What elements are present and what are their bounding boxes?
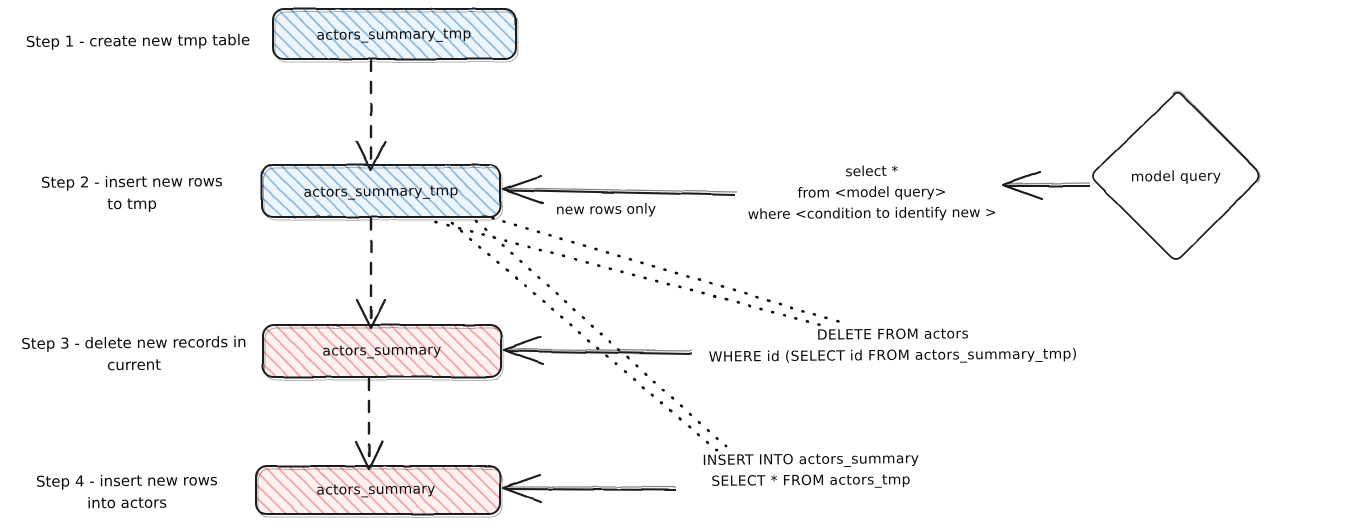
node-model-query-diamond[interactable] (1092, 90, 1261, 260)
edge-label-model-query-sql: select * from <model query> where <condi… (747, 163, 997, 224)
node-actors-summary-tmp-step1[interactable] (272, 8, 519, 63)
node-actors-summary-step3[interactable] (262, 324, 504, 381)
flow-arrow-step3-to-step4 (354, 377, 384, 471)
step-label-4: Step 4 - insert new rows into actors (35, 471, 218, 513)
flow-arrow-insert-to-step4 (501, 473, 677, 504)
dotted-link-step2-to-insert-sql (450, 219, 728, 453)
node-actors-summary-step4[interactable] (255, 465, 503, 518)
flow-arrow-step1-to-step2 (355, 58, 387, 172)
flow-arrow-delete-to-step3 (502, 335, 693, 366)
flow-arrow-modelquery-to-sql (1001, 170, 1091, 201)
node-actors-summary-tmp-step2[interactable] (261, 164, 503, 221)
edge-label-insert-sql: INSERT INTO actors_summary SELECT * FROM… (702, 451, 920, 490)
step-label-2: Step 2 - insert new rows to tmp (40, 172, 223, 214)
step-label-1: Step 1 - create new tmp table (25, 31, 251, 51)
step-label-3: Step 3 - delete new records in current (21, 333, 247, 375)
flow-arrow-step2-to-step3 (355, 217, 387, 330)
edge-label-delete-sql: DELETE FROM actors WHERE id (SELECT id F… (708, 326, 1078, 366)
dotted-link-step2-to-delete-sql (434, 216, 842, 329)
flow-arrow-newrows-to-step2 (501, 174, 738, 205)
edge-label-new-rows-only: new rows only (555, 201, 657, 219)
